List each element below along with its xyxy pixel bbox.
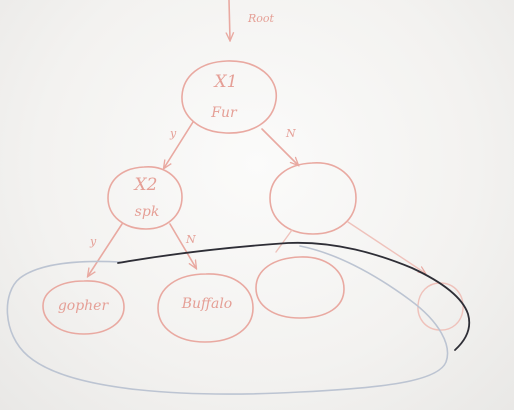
root-arrow: [229, 0, 230, 40]
root-right-edge-label: N: [285, 127, 296, 140]
dark-marker-curve: [117, 241, 471, 351]
child-left-edge-label: y: [89, 235, 97, 248]
child-node: [107, 166, 183, 230]
leaf-buffalo-label: Buffalo: [181, 296, 232, 312]
root-node-name: Fur: [210, 105, 238, 121]
empty-node-left-edge: [275, 229, 293, 253]
empty-leaf-right: [417, 282, 464, 331]
child-node-name: spk: [135, 204, 160, 220]
child-left-edge: [88, 223, 123, 276]
leaf-gopher: [42, 280, 125, 335]
root-right-edge: [261, 128, 298, 165]
leaf-gopher-label: gopher: [58, 298, 110, 314]
empty-right-node: [269, 162, 357, 235]
root-node-feature: X1: [213, 72, 238, 92]
root-left-edge: [164, 121, 194, 168]
leaf-buffalo: [157, 273, 254, 343]
root-left-edge-label: y: [169, 127, 177, 140]
child-node-feature: X2: [133, 175, 158, 195]
child-right-edge-label: N: [185, 233, 196, 246]
root-node: [181, 60, 277, 134]
empty-node-right-edge: [347, 221, 425, 273]
leaf-grouping-loop: [6, 245, 449, 395]
empty-leaf-middle: [255, 256, 345, 319]
child-right-edge: [169, 223, 196, 268]
root-annotation: Root: [247, 12, 275, 25]
